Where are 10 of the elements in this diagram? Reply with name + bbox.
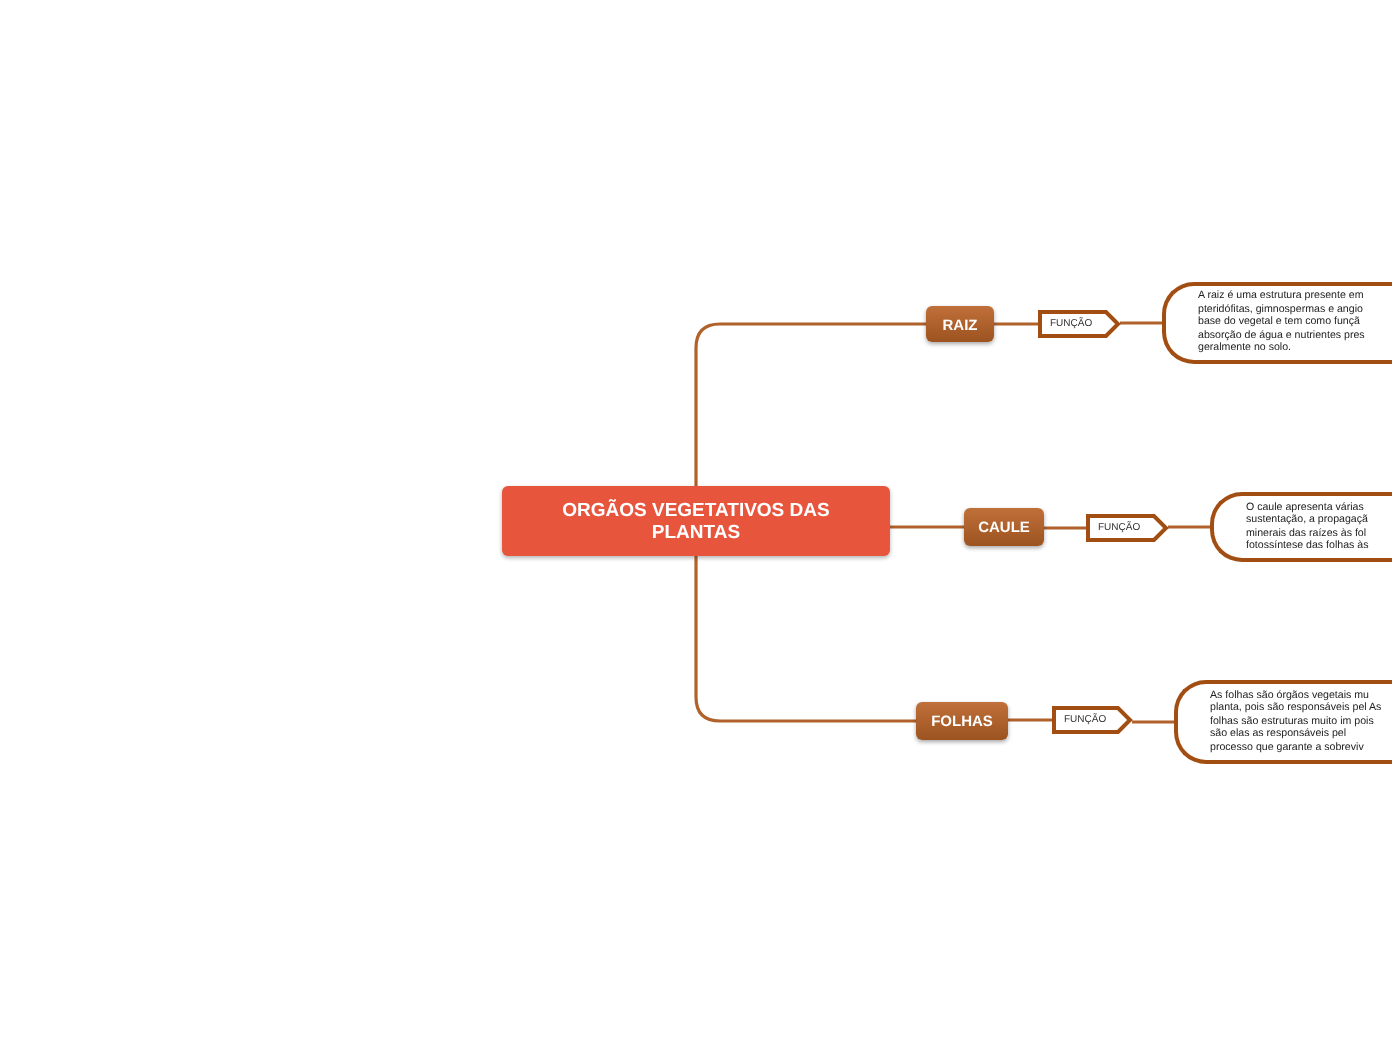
connector bbox=[1168, 525, 1210, 529]
connector bbox=[994, 322, 1038, 326]
topic-box: ORGÃOS VEGETATIVOS DAS PLANTAS bbox=[502, 486, 890, 556]
connector bbox=[890, 525, 964, 529]
connector bbox=[1008, 718, 1052, 722]
connector bbox=[1044, 526, 1086, 530]
connector bbox=[1132, 720, 1174, 724]
connector bbox=[1120, 321, 1162, 325]
connector bbox=[694, 556, 916, 723]
connector bbox=[694, 322, 926, 486]
